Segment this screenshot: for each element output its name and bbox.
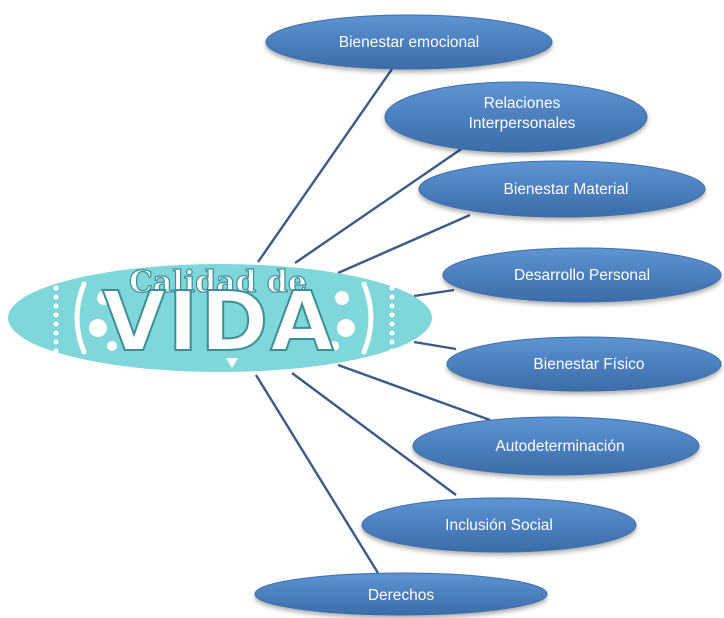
node-ellipse	[361, 497, 637, 553]
connector-bienestar-fisico	[413, 340, 457, 351]
node-label-line-1: Relaciones	[484, 95, 561, 112]
connector-bienestar-material	[337, 213, 471, 275]
center-node: Calidad de VIDA	[8, 264, 432, 372]
connector-relaciones-interpersonales	[294, 142, 471, 264]
node-ellipse	[446, 336, 722, 392]
node-bienestar-material: Bienestar Material	[418, 160, 706, 218]
node-ellipse	[254, 572, 548, 616]
node-label: Bienestar Material	[504, 181, 629, 198]
node-label: Inclusión Social	[445, 517, 553, 534]
connectors	[254, 68, 491, 574]
node-ellipse	[265, 14, 553, 70]
dot-ornament	[53, 285, 395, 354]
node-ellipse	[442, 247, 722, 303]
connector-derechos	[254, 374, 380, 574]
connector-bienestar-emocional	[257, 68, 393, 263]
node-ellipse	[418, 160, 706, 218]
bracket-ornament	[74, 281, 374, 368]
node-bienestar-emocional: Bienestar emocional	[265, 14, 553, 70]
node-ellipse	[412, 416, 700, 476]
center-subtitle: Calidad de	[129, 265, 307, 300]
connector-autodeterminacion	[337, 363, 491, 422]
node-derechos: Derechos	[254, 572, 548, 616]
node-label-line-2: Interpersonales	[469, 115, 576, 132]
center-title: VIDA	[102, 275, 336, 370]
node-label: Autodeterminación	[495, 438, 624, 455]
connector-desarrollo-personal	[413, 288, 455, 298]
node-autodeterminacion: Autodeterminación	[412, 416, 700, 476]
node-label: Derechos	[368, 587, 435, 604]
node-label: Desarrollo Personal	[514, 267, 650, 284]
node-label: Bienestar Físico	[533, 356, 644, 373]
node-relaciones-interpersonales: Relaciones Interpersonales	[384, 81, 648, 153]
node-bienestar-fisico: Bienestar Físico	[446, 336, 722, 392]
node-desarrollo-personal: Desarrollo Personal	[442, 247, 722, 303]
node-label: Bienestar emocional	[339, 34, 479, 51]
node-inclusion-social: Inclusión Social	[361, 497, 637, 553]
node-ellipse	[384, 81, 648, 153]
connector-inclusion-social	[291, 372, 457, 496]
